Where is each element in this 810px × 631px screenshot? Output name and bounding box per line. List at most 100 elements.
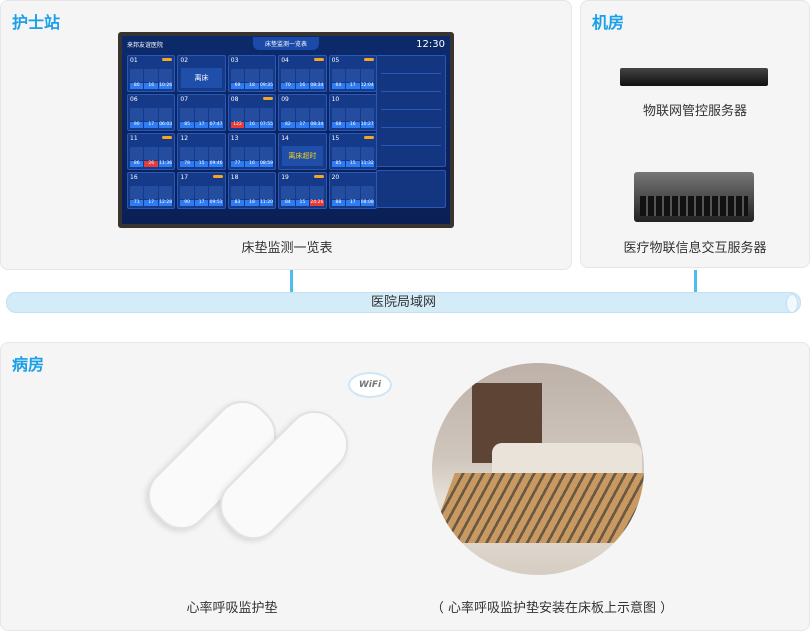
heart-icon	[331, 108, 346, 121]
lung-icon	[295, 186, 310, 199]
bed-icon	[158, 147, 173, 160]
event-list	[376, 55, 446, 167]
heart-icon	[130, 186, 144, 199]
t-value: 24:26	[310, 200, 324, 206]
rr-value: 16	[295, 83, 310, 89]
heart-icon	[281, 108, 295, 121]
t-value: 06:03	[158, 122, 173, 128]
screen-title: 床垫监测一览表	[252, 37, 320, 50]
hr-value: 71	[130, 200, 144, 206]
heart-icon	[230, 69, 245, 82]
bed-icon	[310, 69, 324, 82]
clock: 12:30	[416, 38, 445, 50]
bed-icon	[259, 108, 274, 121]
bed-number: 03	[230, 57, 239, 64]
heart-icon	[331, 186, 346, 199]
bed-number: 18	[230, 174, 239, 181]
hr-value: 85	[331, 161, 346, 167]
connector-line	[694, 270, 697, 292]
wifi-icon: WiFi	[348, 372, 392, 398]
status-badge	[313, 175, 324, 178]
rr-value: 17	[144, 200, 158, 206]
bed-icon	[209, 108, 223, 121]
t-value: 08:08	[360, 200, 374, 206]
bed-number: 04	[281, 57, 289, 64]
hr-value: 68	[331, 122, 346, 128]
bed-number: 09	[281, 96, 289, 103]
t-value: 12:04	[360, 83, 374, 89]
t-value: 12:28	[158, 200, 173, 206]
bed-icon	[360, 147, 374, 160]
rr-value: 15	[346, 161, 360, 167]
ward-title: 病房	[12, 355, 45, 374]
leave-bed-status: 离床	[181, 68, 222, 88]
bed-icon	[209, 147, 223, 160]
heart-icon	[331, 69, 346, 82]
heart-icon	[130, 69, 144, 82]
bed-icon	[259, 147, 274, 160]
rr-value: 15	[194, 161, 209, 167]
bed-number: 19	[281, 174, 289, 181]
bed-number: 01	[130, 57, 138, 64]
rr-value: 16	[144, 83, 158, 89]
lung-icon	[144, 108, 158, 121]
lung-icon	[144, 186, 158, 199]
bed-icon	[360, 186, 374, 199]
lung-icon	[245, 108, 259, 121]
hr-value: 78	[180, 161, 194, 167]
lung-icon	[346, 69, 360, 82]
hr-value: 90	[130, 122, 144, 128]
rr-value: 16	[245, 122, 259, 128]
hr-value: 77	[230, 161, 245, 167]
hr-value: 122	[230, 122, 245, 128]
bed-icon	[158, 69, 173, 82]
lung-icon	[346, 147, 360, 160]
lung-icon	[144, 147, 158, 160]
status-badge	[364, 136, 374, 139]
status-badge	[263, 97, 274, 100]
status-badge	[162, 58, 173, 61]
t-value: 09:46	[209, 161, 223, 167]
t-value: 11:20	[259, 200, 274, 206]
heart-icon	[230, 108, 245, 121]
heart-icon	[180, 108, 194, 121]
bed-icon	[310, 186, 324, 199]
heart-icon	[130, 147, 144, 160]
bed-photo	[432, 363, 644, 575]
bed-icon	[360, 69, 374, 82]
hr-value: 82	[281, 122, 295, 128]
heart-icon	[180, 147, 194, 160]
hr-value: 69	[230, 83, 245, 89]
bed-number: 07	[180, 96, 189, 103]
bed-number: 12	[180, 135, 189, 142]
hr-value: 70	[281, 83, 295, 89]
bed-number: 20	[331, 174, 340, 181]
t-value: 08:34	[310, 83, 324, 89]
hospital-name: 来邦友谊医院	[127, 41, 164, 49]
lung-icon	[245, 69, 259, 82]
rr-value: 17	[295, 122, 310, 128]
t-value: 11:32	[360, 161, 374, 167]
heart-icon	[331, 147, 346, 160]
iot-server-label: 物联网管控服务器	[642, 104, 748, 119]
